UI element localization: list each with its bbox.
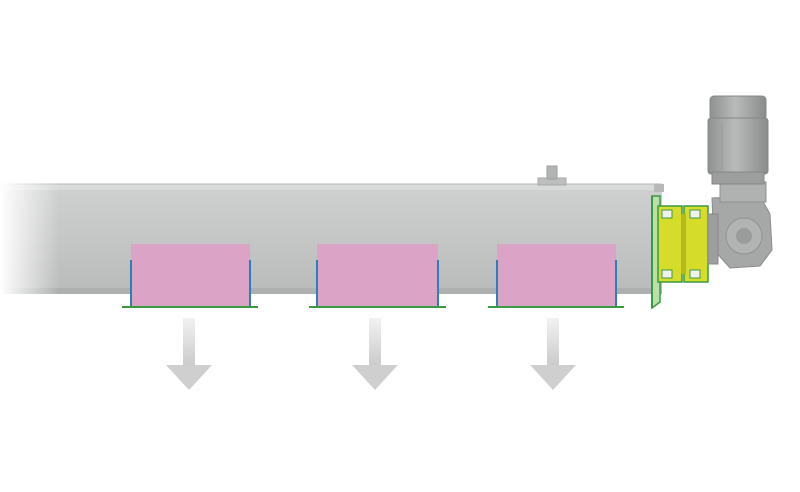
drive-motor [707, 95, 769, 185]
discharge-arrow-3 [530, 318, 576, 390]
outlet-2 [309, 244, 446, 308]
discharge-arrow-2 [352, 318, 398, 390]
outlet-1 [122, 244, 258, 308]
discharge-arrow-1 [166, 318, 212, 390]
top-nozzle [537, 165, 567, 186]
bearing-housing [657, 205, 709, 283]
outlet-3 [488, 244, 624, 308]
gearbox [707, 181, 773, 269]
